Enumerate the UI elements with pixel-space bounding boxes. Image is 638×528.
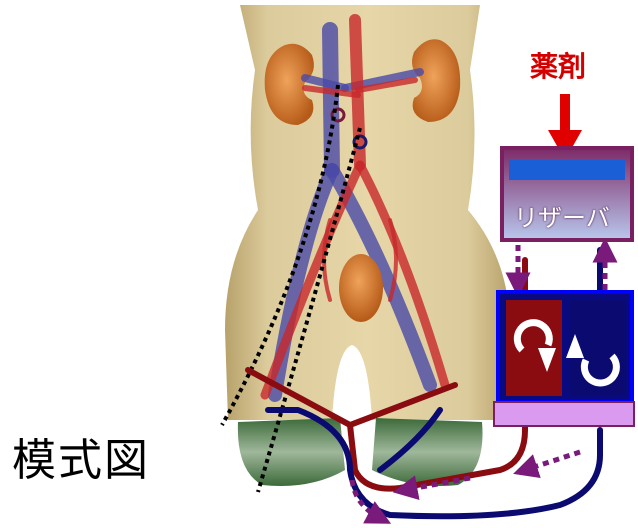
reservoir-label: リザーバ <box>514 198 610 233</box>
pump-unit <box>494 292 634 426</box>
bladder <box>339 254 383 322</box>
diagram-label: 模式図 <box>12 424 150 488</box>
drug-label: 薬剤 <box>530 45 586 85</box>
